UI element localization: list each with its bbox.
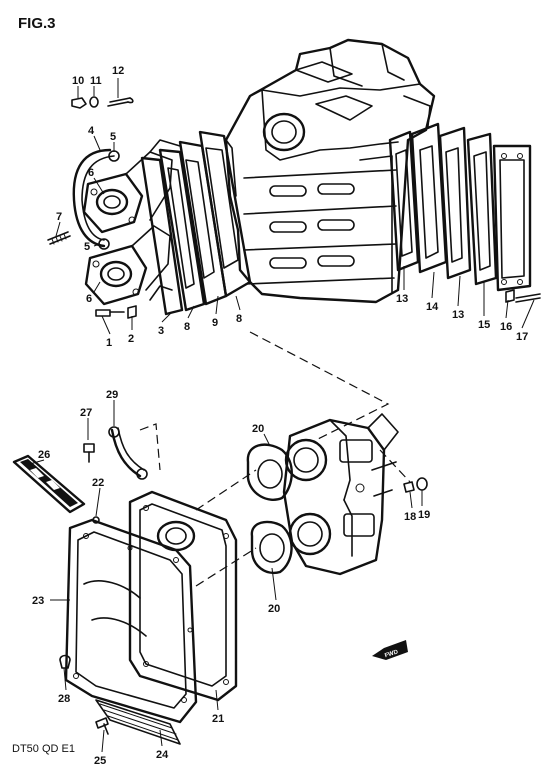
callout-3: 3 [158, 325, 164, 337]
callout-27: 27 [80, 407, 92, 419]
callout-21: 21 [212, 713, 224, 725]
carburetor-assembly [282, 413, 399, 576]
air-silencer-cover [64, 518, 198, 745]
callout-13-left: 13 [396, 293, 408, 305]
carburetor-gaskets [246, 443, 293, 575]
callout-20-bottom: 20 [268, 603, 280, 615]
callout-24: 24 [156, 749, 169, 761]
callout-28: 28 [58, 693, 70, 705]
callout-25: 25 [94, 755, 106, 767]
callout-26: 26 [38, 449, 50, 461]
callout-18: 18 [404, 511, 416, 523]
cylinder-block [224, 38, 436, 304]
callout-11: 11 [90, 75, 102, 87]
callout-2: 2 [128, 333, 134, 345]
callout-8-left: 8 [184, 321, 190, 333]
forward-arrow-icon: FWD [372, 640, 408, 660]
callout-19: 19 [418, 509, 430, 521]
callout-9: 9 [212, 317, 218, 329]
callout-10: 10 [72, 75, 84, 87]
callout-14: 14 [426, 301, 439, 313]
callout-22: 22 [92, 477, 104, 489]
callout-12: 12 [112, 65, 124, 77]
callout-5-bottom: 5 [84, 241, 90, 253]
callout-1: 1 [106, 337, 112, 349]
callout-16: 16 [500, 321, 512, 333]
callout-20-top: 20 [252, 423, 264, 435]
callout-15: 15 [478, 319, 490, 331]
callout-8-right: 8 [236, 313, 242, 325]
callout-29: 29 [106, 389, 118, 401]
callout-5-top: 5 [110, 131, 116, 143]
figure-title: FIG.3 [18, 15, 56, 32]
label-plate [12, 454, 86, 514]
callout-7: 7 [56, 211, 62, 223]
callout-4: 4 [88, 125, 95, 137]
callout-23: 23 [32, 595, 44, 607]
callout-6-bottom: 6 [86, 293, 92, 305]
air-silencer-back [128, 490, 238, 702]
right-reed-plates [388, 122, 541, 303]
callout-17: 17 [516, 331, 528, 343]
callout-6-top: 6 [88, 167, 94, 179]
callout-13-right: 13 [452, 309, 464, 321]
forward-label: FWD [384, 649, 399, 659]
assembly-lines [139, 331, 411, 587]
figure-footer: DT50 QD E1 [12, 743, 75, 755]
callout-numbers: 10 11 12 4 5 6 7 5 6 1 2 3 8 9 8 13 14 1… [32, 65, 528, 767]
small-fasteners-top-left [47, 96, 137, 319]
left-reed-plates [140, 130, 252, 316]
small-parts-bottom [59, 426, 428, 735]
intake-manifold [82, 139, 181, 306]
leader-lines [29, 78, 535, 753]
